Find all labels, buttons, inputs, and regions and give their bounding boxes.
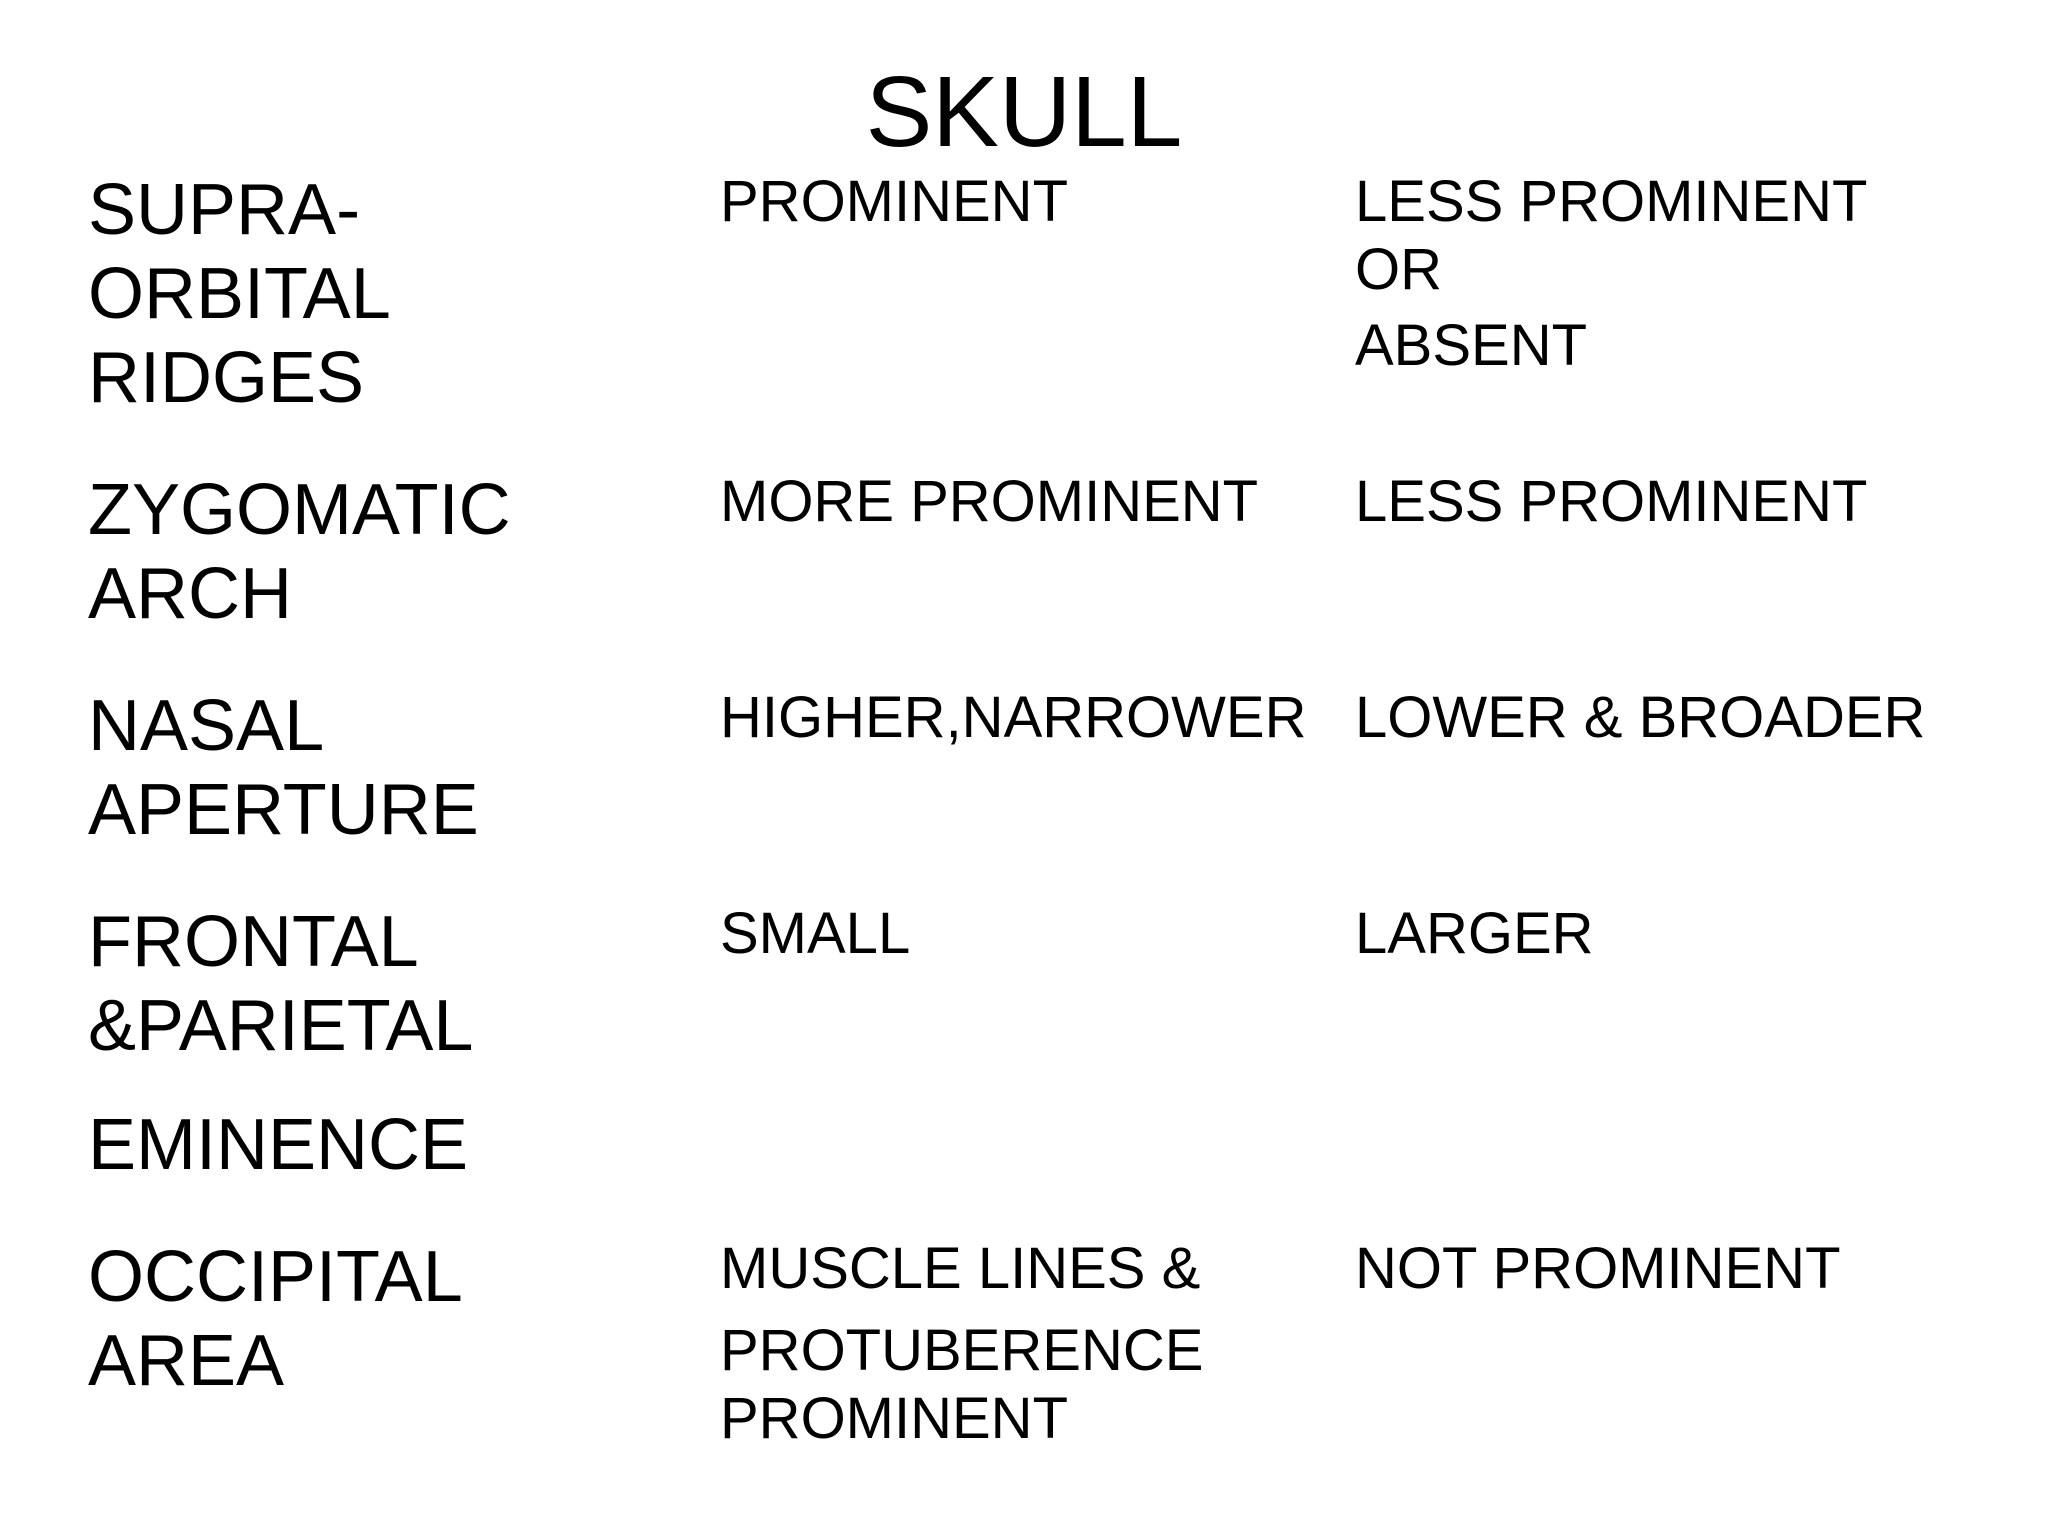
col-a-value: HIGHER,NARROWER: [720, 684, 1355, 752]
col-a-value: MUSCLE LINES & PROTUBERENCE PROMINENT: [720, 1235, 1355, 1453]
feature-line: OCCIPITAL: [88, 1237, 463, 1317]
col-b-line: LARGER: [1355, 901, 1594, 966]
col-a-line: MUSCLE LINES &: [720, 1236, 1201, 1301]
col-b-line: LESS PROMINENT: [1355, 469, 1868, 534]
feature-line: SUPRA-: [88, 170, 361, 250]
col-b-value: LARGER: [1355, 900, 2008, 968]
col-a-value: PROMINENT: [720, 168, 1355, 236]
slide-title: SKULL: [865, 56, 1183, 168]
feature-line: AREA: [88, 1321, 285, 1401]
feature-line: &PARIETAL: [88, 986, 474, 1066]
feature-line: ORBITAL: [88, 254, 391, 334]
feature-label: OCCIPITAL AREA: [88, 1235, 720, 1403]
feature-label: FRONTAL &PARIETAL EMINENCE: [88, 900, 720, 1187]
col-b-line: OR: [1355, 237, 1442, 302]
col-b-value: NOT PROMINENT: [1355, 1235, 2008, 1303]
feature-line: ARCH: [88, 554, 293, 634]
col-b-value: LESS PROMINENT: [1355, 468, 2008, 536]
col-a-line: PROMINENT: [720, 169, 1068, 234]
col-a-line: HIGHER,NARROWER: [720, 685, 1307, 750]
col-a-value: SMALL: [720, 900, 1355, 968]
feature-line: APERTURE: [88, 770, 479, 850]
comparison-table: SUPRA- ORBITAL RIDGES PROMINENT LESS PRO…: [88, 168, 2008, 1453]
col-b-value: LESS PROMINENT OR ABSENT: [1355, 168, 2008, 380]
feature-label: NASAL APERTURE: [88, 684, 720, 852]
feature-label: ZYGOMATIC ARCH: [88, 468, 720, 636]
col-b-value: LOWER & BROADER: [1355, 684, 2008, 752]
col-b-line: LOWER & BROADER: [1355, 685, 1926, 750]
feature-line: ZYGOMATIC: [88, 470, 511, 550]
feature-line: RIDGES: [88, 338, 365, 418]
col-b-line: ABSENT: [1355, 313, 1588, 378]
col-a-line: PROMINENT: [720, 1386, 1068, 1451]
col-b-line: NOT PROMINENT: [1355, 1236, 1841, 1301]
feature-line: FRONTAL: [88, 902, 419, 982]
feature-line: NASAL: [88, 686, 325, 766]
feature-line: EMINENCE: [88, 1105, 469, 1185]
col-a-line: PROTUBERENCE: [720, 1318, 1204, 1383]
col-b-line: LESS PROMINENT: [1355, 169, 1868, 234]
col-a-value: MORE PROMINENT: [720, 468, 1355, 536]
feature-label: SUPRA- ORBITAL RIDGES: [88, 168, 720, 420]
col-a-line: SMALL: [720, 901, 911, 966]
col-a-line: MORE PROMINENT: [720, 469, 1259, 534]
